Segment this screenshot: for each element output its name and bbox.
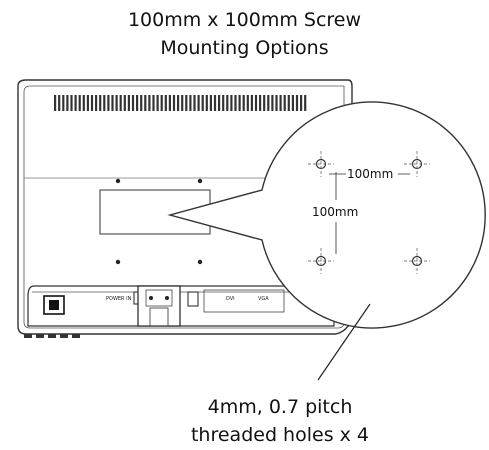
bracket-screw-right — [165, 296, 169, 300]
screw-hole-bottom-right — [197, 259, 203, 265]
vent-slot — [58, 95, 61, 111]
vent-slot — [193, 95, 196, 111]
bottom-feet — [24, 334, 80, 338]
signal-port-panel — [203, 289, 285, 313]
vent-slot — [185, 95, 188, 111]
screw-hole-bottom-left — [115, 259, 121, 265]
vent-slot — [164, 95, 167, 111]
vent-slot — [201, 95, 204, 111]
vent-slot — [177, 95, 180, 111]
screw-hole-top-right — [197, 178, 203, 184]
stand-bracket-inner — [145, 289, 173, 307]
vent-slot — [156, 95, 159, 111]
vent-slot — [90, 95, 94, 111]
vent-slot — [78, 95, 81, 111]
vent-slot — [263, 95, 266, 111]
vga-port-label: VGA — [258, 296, 269, 302]
vent-slot — [238, 95, 241, 111]
vent-slot — [131, 95, 135, 111]
vent-slot — [62, 95, 65, 111]
vent-slot — [140, 95, 143, 111]
magnifier-callout — [167, 101, 486, 329]
vent-slot — [275, 95, 278, 111]
vent-slot — [254, 95, 258, 111]
vent-slot — [54, 95, 57, 111]
vent-slot — [148, 95, 151, 111]
magnified-hole-top-right — [404, 151, 430, 177]
vent-slot — [144, 95, 147, 111]
vent-slot — [136, 95, 139, 111]
hole-spec-caption: 4mm, 0.7 pitch threaded holes x 4 — [190, 396, 369, 446]
horizontal-dimension-label: 100mm — [347, 167, 393, 181]
vent-slot — [66, 95, 69, 111]
power-port-label: POWER IN — [106, 296, 132, 302]
vent-slot — [82, 95, 85, 111]
vent-slot — [189, 95, 192, 111]
vent-slot — [242, 95, 245, 111]
caption-leader-line — [317, 303, 371, 381]
vent-slot — [181, 95, 184, 111]
vent-slot — [283, 95, 286, 111]
vent-slot — [99, 95, 102, 111]
vent-slot — [119, 95, 122, 111]
vent-slot — [259, 95, 262, 111]
vent-slot — [218, 95, 221, 111]
vent-slot — [123, 95, 126, 111]
vent-slot — [95, 95, 98, 111]
diagram-title: 100mm x 100mm Screw Mounting Options — [127, 9, 362, 59]
vertical-dimension-label: 100mm — [312, 205, 358, 219]
vent-slot — [250, 95, 253, 111]
monitor-inner-outline — [23, 85, 345, 329]
vent-slot — [152, 95, 155, 111]
magnified-hole-top-left — [308, 151, 334, 177]
vent-slot — [267, 95, 270, 111]
vent-slot — [234, 95, 237, 111]
vent-slot — [246, 95, 249, 111]
vent-slot — [111, 95, 114, 111]
vent-grille — [54, 95, 307, 111]
vent-slot — [213, 95, 217, 111]
vent-slot — [222, 95, 225, 111]
monitor-back-outline — [17, 79, 353, 335]
vent-slot — [291, 95, 294, 111]
magnified-hole-bottom-right — [404, 248, 430, 274]
power-switch-rocker — [49, 300, 59, 310]
vent-slot — [209, 95, 212, 111]
vent-slot — [304, 95, 307, 111]
vent-slot — [287, 95, 290, 111]
vent-slot — [86, 95, 89, 111]
vent-slot — [107, 95, 110, 111]
vent-slot — [70, 95, 73, 111]
vent-slot — [172, 95, 176, 111]
cable-clip — [187, 291, 199, 307]
vent-slot — [226, 95, 229, 111]
vent-slot — [127, 95, 130, 111]
vent-slot — [103, 95, 106, 111]
dvi-port-label: DVI — [226, 296, 235, 302]
vent-slot — [115, 95, 118, 111]
vent-slot — [230, 95, 233, 111]
bracket-screw-left — [149, 296, 153, 300]
screw-hole-top-left — [115, 178, 121, 184]
vent-slot — [295, 95, 299, 111]
bracket-foot — [149, 307, 169, 327]
vent-slot — [279, 95, 282, 111]
vent-slot — [271, 95, 274, 111]
vent-slot — [197, 95, 200, 111]
vent-slot — [74, 95, 77, 111]
vent-slot — [160, 95, 163, 111]
vent-slot — [300, 95, 303, 111]
magnified-hole-bottom-left — [308, 248, 334, 274]
vent-slot — [168, 95, 171, 111]
vent-slot — [205, 95, 208, 111]
